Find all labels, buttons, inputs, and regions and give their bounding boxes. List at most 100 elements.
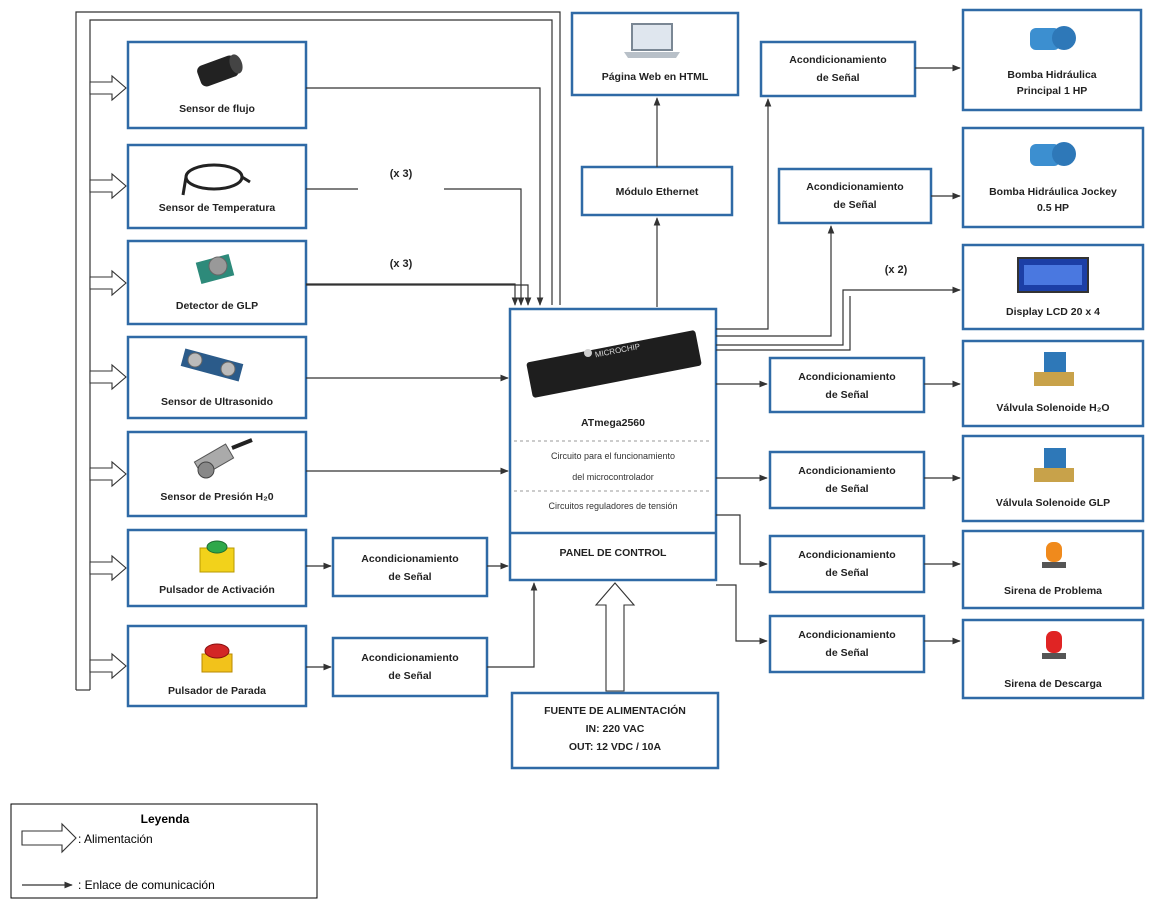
amber-siren-icon [1042,542,1066,568]
red-pushbutton-icon [201,643,233,673]
power-arrow-temperatura [89,172,127,200]
lcd-multiplier: (x 2) [885,264,908,276]
legend-comm-text: : Enlace de comunicación [78,878,215,892]
bomba-principal-block: Bomba Hidráulica Principal 1 HP [961,8,1143,112]
psu-power-arrow [594,582,636,692]
red-siren-icon [1042,631,1066,659]
acond-line1: Acondicionamiento [798,465,895,477]
power-arrow-flujo [89,74,127,102]
valvula-glp-label: Válvula Solenoide GLP [996,497,1110,509]
sensor-temperatura-block: Sensor de Temperatura [126,143,308,230]
acond-valvula-glp-block: Acondicionamiento de Señal [768,450,926,510]
valvula-h2o-label: Válvula Solenoide H₂O [996,402,1109,414]
flow-sensor-icon [197,54,243,87]
valvula-glp-block: Válvula Solenoide GLP [961,434,1145,523]
panel-label: PANEL DE CONTROL [560,547,668,559]
bomba-jockey-line1: Bomba Hidráulica Jockey [989,186,1117,198]
acond-parada-block: Acondicionamiento de Señal [331,636,489,698]
bomba-principal-line1: Bomba Hidráulica [1007,69,1096,81]
acond-valvula-h2o-block: Acondicionamiento de Señal [768,356,926,414]
power-arrow-parada [89,652,127,680]
sensor-presion-label: Sensor de Presión H₂0 [160,491,273,503]
acond-line1: Acondicionamiento [789,54,886,66]
sensor-glp-block: Detector de GLP [126,239,308,326]
acond-activacion-block: Acondicionamiento de Señal [331,536,489,598]
glp-multiplier: (x 3) [390,258,413,270]
solenoid-valve-icon [1034,448,1074,482]
lcd-display-icon [1017,257,1089,293]
power-arrow-activacion [89,554,127,582]
lcd-display-block: Display LCD 20 x 4 [961,243,1145,331]
gas-detector-icon [195,253,235,285]
regulators-label: Circuitos reguladores de tensión [548,501,677,511]
communication-links [306,64,961,671]
sensor-glp-label: Detector de GLP [176,300,258,312]
psu-line1: FUENTE DE ALIMENTACIÓN [544,704,686,717]
acond-sirena-problema-block: Acondicionamiento de Señal [768,534,926,594]
acond-line1: Acondicionamiento [806,181,903,193]
pulsador-activacion-block: Pulsador de Activación [126,528,308,608]
power-arrow-glp [89,269,127,297]
sirena-problema-label: Sirena de Problema [1004,585,1102,597]
pump-icon [1030,26,1076,50]
sirena-descarga-label: Sirena de Descarga [1004,678,1102,690]
sensor-temperatura-label: Sensor de Temperatura [159,202,276,214]
legend-power-arrow-icon [21,822,77,854]
pump-icon [1030,142,1076,166]
sensor-flujo-label: Sensor de flujo [179,103,255,115]
bomba-jockey-block: Bomba Hidráulica Jockey 0.5 HP [961,126,1145,229]
solenoid-valve-icon [1034,352,1074,386]
legend-title: Leyenda [141,812,190,826]
sensor-presion-block: Sensor de Presión H₂0 [126,430,308,518]
acond-sirena-descarga-block: Acondicionamiento de Señal [768,614,926,674]
laptop-icon [624,23,680,58]
acond-line1: Acondicionamiento [361,652,458,664]
bomba-jockey-line2: 0.5 HP [1037,202,1069,214]
power-arrow-presion [89,460,127,488]
circuit-line1: Circuito para el funcionamiento [551,451,675,461]
power-supply-block: FUENTE DE ALIMENTACIÓN IN: 220 VAC OUT: … [510,691,720,770]
sensor-ultrasonido-label: Sensor de Ultrasonido [161,396,273,408]
acond-line2: de Señal [388,571,431,583]
pulsador-parada-block: Pulsador de Parada [126,624,308,708]
power-arrows [89,74,127,680]
acond-bomba-principal-block: Acondicionamiento de Señal [759,40,917,98]
acond-line2: de Señal [825,389,868,401]
acond-line1: Acondicionamiento [798,629,895,641]
green-pushbutton-icon [199,540,235,573]
psu-line3: OUT: 12 VDC / 10A [569,741,662,753]
control-panel-block: MICROCHIP ATmega2560 Circuito para el fu… [508,307,718,582]
acond-line2: de Señal [825,483,868,495]
ethernet-module-block: Módulo Ethernet [580,165,734,217]
circuit-line2: del microcontrolador [572,472,654,482]
temperature-multiplier: (x 3) [390,168,413,180]
acond-bomba-jockey-block: Acondicionamiento de Señal [777,167,933,225]
acond-line1: Acondicionamiento [798,549,895,561]
acond-line2: de Señal [833,199,876,211]
acond-line2: de Señal [825,647,868,659]
ultrasonic-sensor-icon [180,348,244,382]
pulsador-activacion-label: Pulsador de Activación [159,584,275,596]
sirena-problema-block: Sirena de Problema [961,529,1145,610]
chip-label: ATmega2560 [581,417,645,429]
acond-line2: de Señal [388,670,431,682]
bomba-principal-line2: Principal 1 HP [1017,85,1088,97]
sensor-ultrasonido-block: Sensor de Ultrasonido [126,335,308,420]
sensor-flujo-block: Sensor de flujo [126,40,308,130]
psu-line2: IN: 220 VAC [586,723,645,735]
ethernet-module-label: Módulo Ethernet [616,186,699,198]
pulsador-parada-label: Pulsador de Parada [168,685,266,697]
acond-line1: Acondicionamiento [361,553,458,565]
acond-line2: de Señal [825,567,868,579]
pressure-sensor-icon [193,438,253,479]
web-page-block: Página Web en HTML [570,11,740,97]
web-page-label: Página Web en HTML [602,71,709,83]
power-arrow-ultrasonido [89,363,127,391]
lcd-display-label: Display LCD 20 x 4 [1006,306,1100,318]
acond-line2: de Señal [816,72,859,84]
legend-power-text: : Alimentación [78,832,153,846]
temperature-sensor-icon [181,163,251,196]
valvula-h2o-block: Válvula Solenoide H₂O [961,339,1145,428]
acond-line1: Acondicionamiento [798,371,895,383]
